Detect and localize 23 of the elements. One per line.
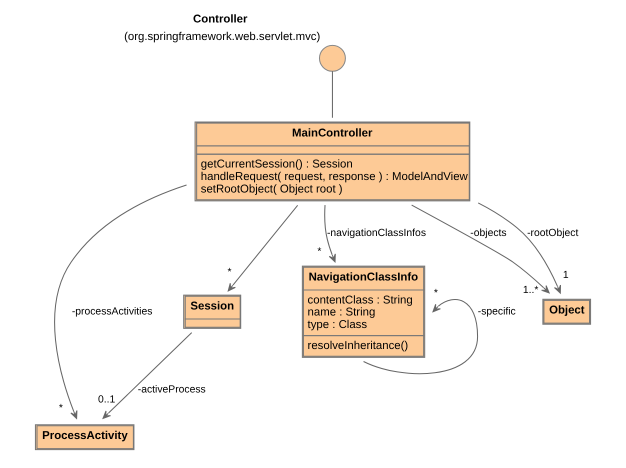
node-label: (org.springframework.web.servlet.mvc): [124, 30, 320, 43]
label: *: [434, 288, 438, 299]
label: *: [317, 246, 322, 258]
edge-label: -specific: [478, 306, 516, 318]
label: 1..*: [522, 284, 538, 296]
label: 0..1: [98, 394, 116, 406]
edge-label: -activeProcess: [138, 384, 206, 396]
connector: [332, 71, 333, 118]
node-circle: [318, 44, 346, 72]
label: 1: [562, 270, 569, 281]
label: *: [58, 402, 63, 414]
arrow: [54, 184, 187, 419]
edge-label: -objects: [470, 228, 507, 240]
arrow: [102, 332, 192, 419]
arrow: [228, 205, 298, 292]
edge-label: -processActivities: [72, 306, 152, 318]
edge-label: -rootObject: [527, 228, 578, 240]
edge-label: -navigationClassInfos: [326, 228, 426, 240]
label: *: [228, 266, 232, 278]
arrow: [411, 204, 550, 294]
arrow: [478, 202, 561, 294]
arrow: [324, 205, 336, 262]
node-label: Controller: [193, 13, 248, 26]
